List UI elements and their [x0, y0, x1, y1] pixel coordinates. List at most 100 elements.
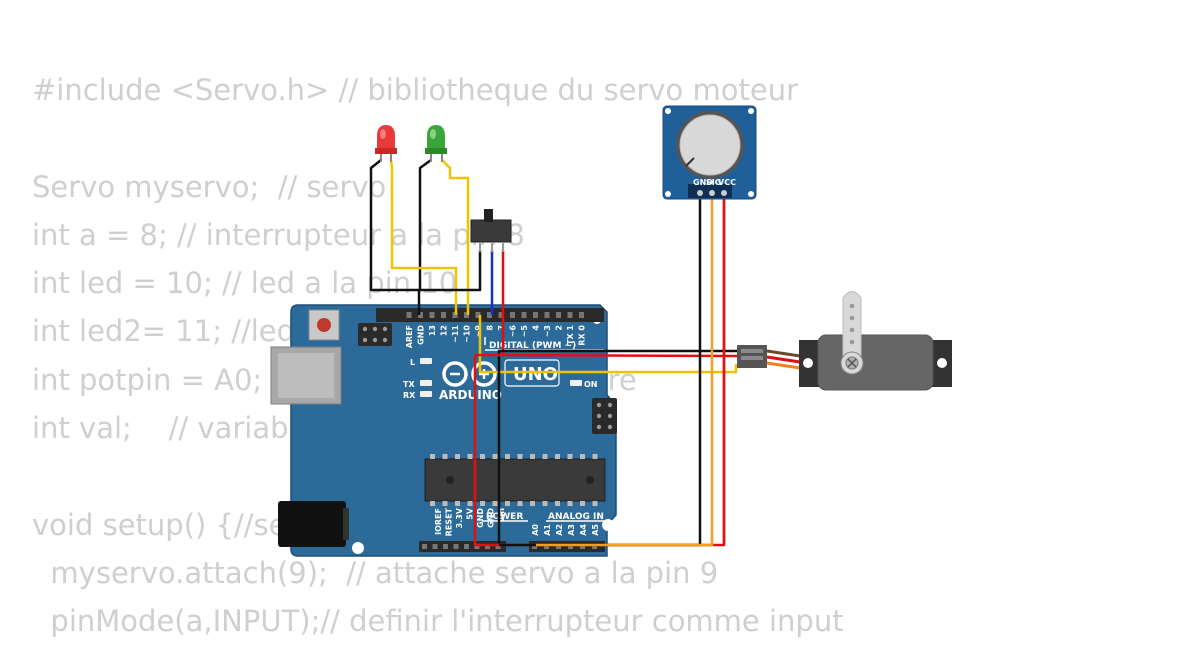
- analog-header: [529, 541, 605, 552]
- slide-switch-icon[interactable]: [470, 209, 512, 252]
- board-model: UNO: [513, 364, 558, 385]
- chip-leg: [542, 454, 548, 459]
- svg-text:SIG: SIG: [706, 178, 721, 187]
- chip-leg: [467, 454, 473, 459]
- pin-label: 4: [532, 325, 541, 331]
- chip-leg: [480, 454, 485, 459]
- header-pin[interactable]: [406, 312, 412, 318]
- power-header: [419, 541, 506, 552]
- header-pin[interactable]: [532, 544, 537, 549]
- chip-leg: [517, 454, 523, 459]
- chip-leg: [580, 454, 585, 459]
- wire-yellow-led-red: [389, 159, 458, 315]
- header-pin[interactable]: [580, 544, 585, 549]
- header-pin[interactable]: [510, 312, 515, 318]
- wire-yellow-led-green: [441, 159, 470, 315]
- header-pin[interactable]: [567, 312, 573, 318]
- chip-leg: [505, 501, 510, 506]
- header-pin[interactable]: [556, 312, 561, 318]
- svg-text:GND: GND: [693, 178, 713, 187]
- header-pin[interactable]: [568, 544, 573, 549]
- header-pin[interactable]: [579, 312, 584, 318]
- chip-leg: [530, 501, 535, 506]
- pin-label: A1: [543, 524, 552, 536]
- wire-black-switch: [419, 250, 482, 292]
- pin-label: Vin: [497, 508, 506, 523]
- header-pin[interactable]: [418, 312, 423, 318]
- on-led-label: ON: [584, 380, 598, 389]
- chip-leg: [455, 454, 460, 459]
- board-brand: ARDUINO: [439, 388, 502, 402]
- pin-label: 7: [497, 325, 506, 331]
- pin-label: AREF: [405, 325, 414, 348]
- reset-button[interactable]: [308, 309, 340, 341]
- wires: [369, 158, 740, 547]
- header-pin[interactable]: [544, 312, 550, 318]
- chip-leg: [592, 501, 598, 506]
- chip-leg: [567, 454, 573, 459]
- header-pin[interactable]: [556, 544, 561, 549]
- pin-label: IOREF: [434, 508, 443, 535]
- code-line: Servo myservo; // servo: [32, 169, 387, 204]
- pin-label: ~9: [474, 325, 483, 338]
- wire-red-servo: [474, 353, 740, 358]
- header-pin[interactable]: [464, 544, 469, 549]
- pin-label: A4: [579, 524, 588, 536]
- svg-text:L: L: [410, 358, 415, 367]
- pin-label: GND: [417, 325, 426, 345]
- icsp-header-2: [592, 398, 617, 434]
- pin-label: GND: [487, 508, 496, 528]
- code-line: int led = 10; // led a la pin 10: [32, 266, 458, 301]
- pin-label: A3: [567, 524, 576, 536]
- icsp-header: [358, 323, 392, 346]
- header-pin[interactable]: [592, 544, 597, 549]
- code-line: int a = 8; // interrupteur a la pin 8: [32, 217, 525, 252]
- header-pin[interactable]: [464, 312, 469, 318]
- header-pin[interactable]: [441, 312, 446, 318]
- analog-header-label: ANALOG IN: [548, 512, 604, 522]
- chip-leg: [492, 501, 498, 506]
- servo-motor-icon[interactable]: [737, 291, 952, 391]
- atmega-chip: [424, 458, 606, 502]
- chip-leg: [580, 501, 585, 506]
- chip-leg: [592, 454, 598, 459]
- header-pin[interactable]: [533, 312, 538, 318]
- header-pin[interactable]: [429, 312, 435, 318]
- header-pin[interactable]: [495, 544, 501, 549]
- chip-leg: [455, 501, 460, 506]
- chip-leg: [492, 454, 498, 459]
- header-pin[interactable]: [544, 544, 549, 549]
- code-listing: #include <Servo.h> // bibliotheque du se…: [32, 66, 844, 646]
- header-pin[interactable]: [485, 544, 490, 549]
- wire-orange-pot: [536, 190, 714, 547]
- pin-label: A2: [555, 524, 564, 536]
- arduino-logo: [442, 361, 497, 387]
- code-line: #include <Servo.h> // bibliotheque du se…: [32, 73, 799, 107]
- header-pin[interactable]: [422, 544, 427, 549]
- pin-label: TX 1: [566, 325, 575, 345]
- header-pin[interactable]: [521, 312, 527, 318]
- header-pin[interactable]: [498, 312, 504, 318]
- header-pin[interactable]: [453, 544, 459, 549]
- header-pin[interactable]: [487, 312, 492, 318]
- header-pin[interactable]: [474, 544, 480, 549]
- header-pin[interactable]: [443, 544, 448, 549]
- chip-leg: [430, 501, 435, 506]
- pin-label: ~5: [520, 325, 529, 338]
- header-pin[interactable]: [432, 544, 438, 549]
- chip-leg: [555, 501, 560, 506]
- pin-label: A0: [531, 524, 540, 536]
- code-line: myservo.attach(9); // attache servo a la…: [32, 555, 719, 590]
- pin-label: 5V: [466, 507, 475, 520]
- header-pin[interactable]: [475, 312, 481, 318]
- power-header-label: POWER: [486, 512, 523, 522]
- wire-black-led-red: [369, 159, 421, 315]
- led-red-icon[interactable]: [375, 125, 397, 162]
- led-green-icon[interactable]: [425, 125, 447, 162]
- potentiometer-icon[interactable]: GND SIG VCC: [662, 105, 757, 200]
- pin-label: ~11: [451, 325, 460, 343]
